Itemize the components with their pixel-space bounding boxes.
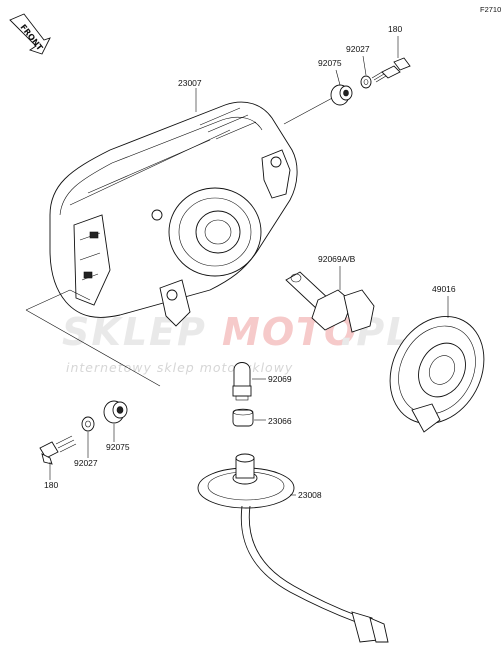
bolt-lower — [39, 435, 77, 465]
label-socket-harness: 23008 — [298, 490, 322, 500]
collar-lower — [81, 416, 95, 432]
pilot-bulb — [232, 362, 252, 401]
label-grommet-lower: 92075 — [106, 442, 130, 452]
leader-collar-upper — [362, 55, 367, 76]
front-marker: FRONT — [9, 13, 51, 55]
label-socket-cover: 49016 — [432, 284, 456, 294]
grommet-lower — [103, 400, 128, 424]
label-pilot-bulb: 92069 — [268, 374, 292, 384]
label-main-bulb: 92069A/B — [318, 254, 356, 264]
label-bolt-lower: 180 — [44, 480, 58, 490]
headlight-housing — [49, 101, 298, 327]
label-pilot-grommet: 23066 — [268, 416, 292, 426]
watermark-tagline: internetowy sklep motocyklowy — [66, 360, 293, 375]
label-grommet-upper: 92075 — [318, 58, 342, 68]
front-marker-text: FRONT — [18, 23, 44, 53]
socket-cover — [389, 315, 485, 433]
figure-code: F2710 — [480, 5, 501, 14]
bolt-upper — [371, 57, 411, 83]
pilot-grommet — [232, 408, 254, 427]
grommet-upper — [330, 84, 353, 106]
label-bolt-upper: 180 — [388, 24, 402, 34]
leader-upper-axis — [283, 95, 337, 125]
label-23007: 23007 — [178, 78, 202, 88]
collar-upper — [360, 75, 372, 89]
leader-grommet-upper — [335, 69, 341, 86]
main-bulb — [285, 271, 375, 333]
leader-lower-bracket — [25, 289, 161, 387]
label-collar-upper: 92027 — [346, 44, 370, 54]
socket-harness — [197, 453, 389, 643]
label-collar-lower: 92027 — [74, 458, 98, 468]
